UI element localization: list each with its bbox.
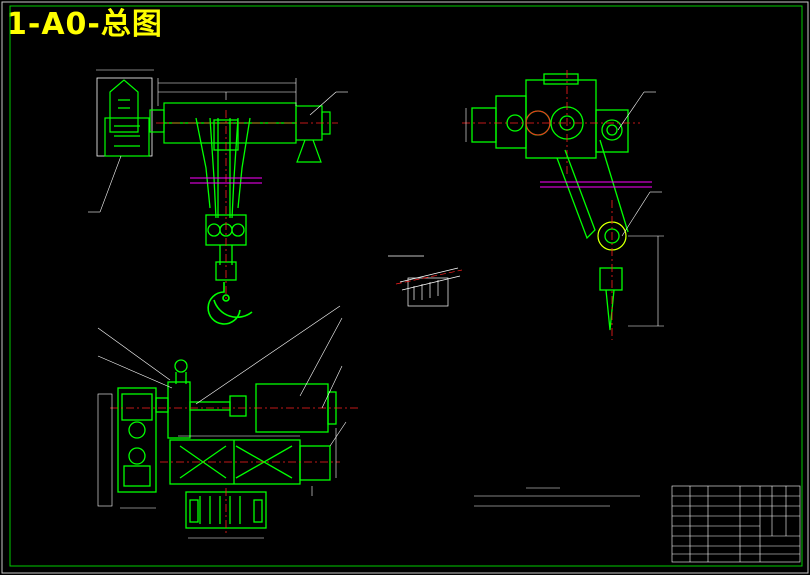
gearbox-assembly [462,70,664,340]
title-block [671,485,801,563]
plan-view [97,305,360,539]
section-detail-view [388,255,463,307]
hoist-side-view [88,69,348,325]
technical-notes-block [474,487,640,507]
drawing-title: 1-A0-总图 [6,7,163,42]
